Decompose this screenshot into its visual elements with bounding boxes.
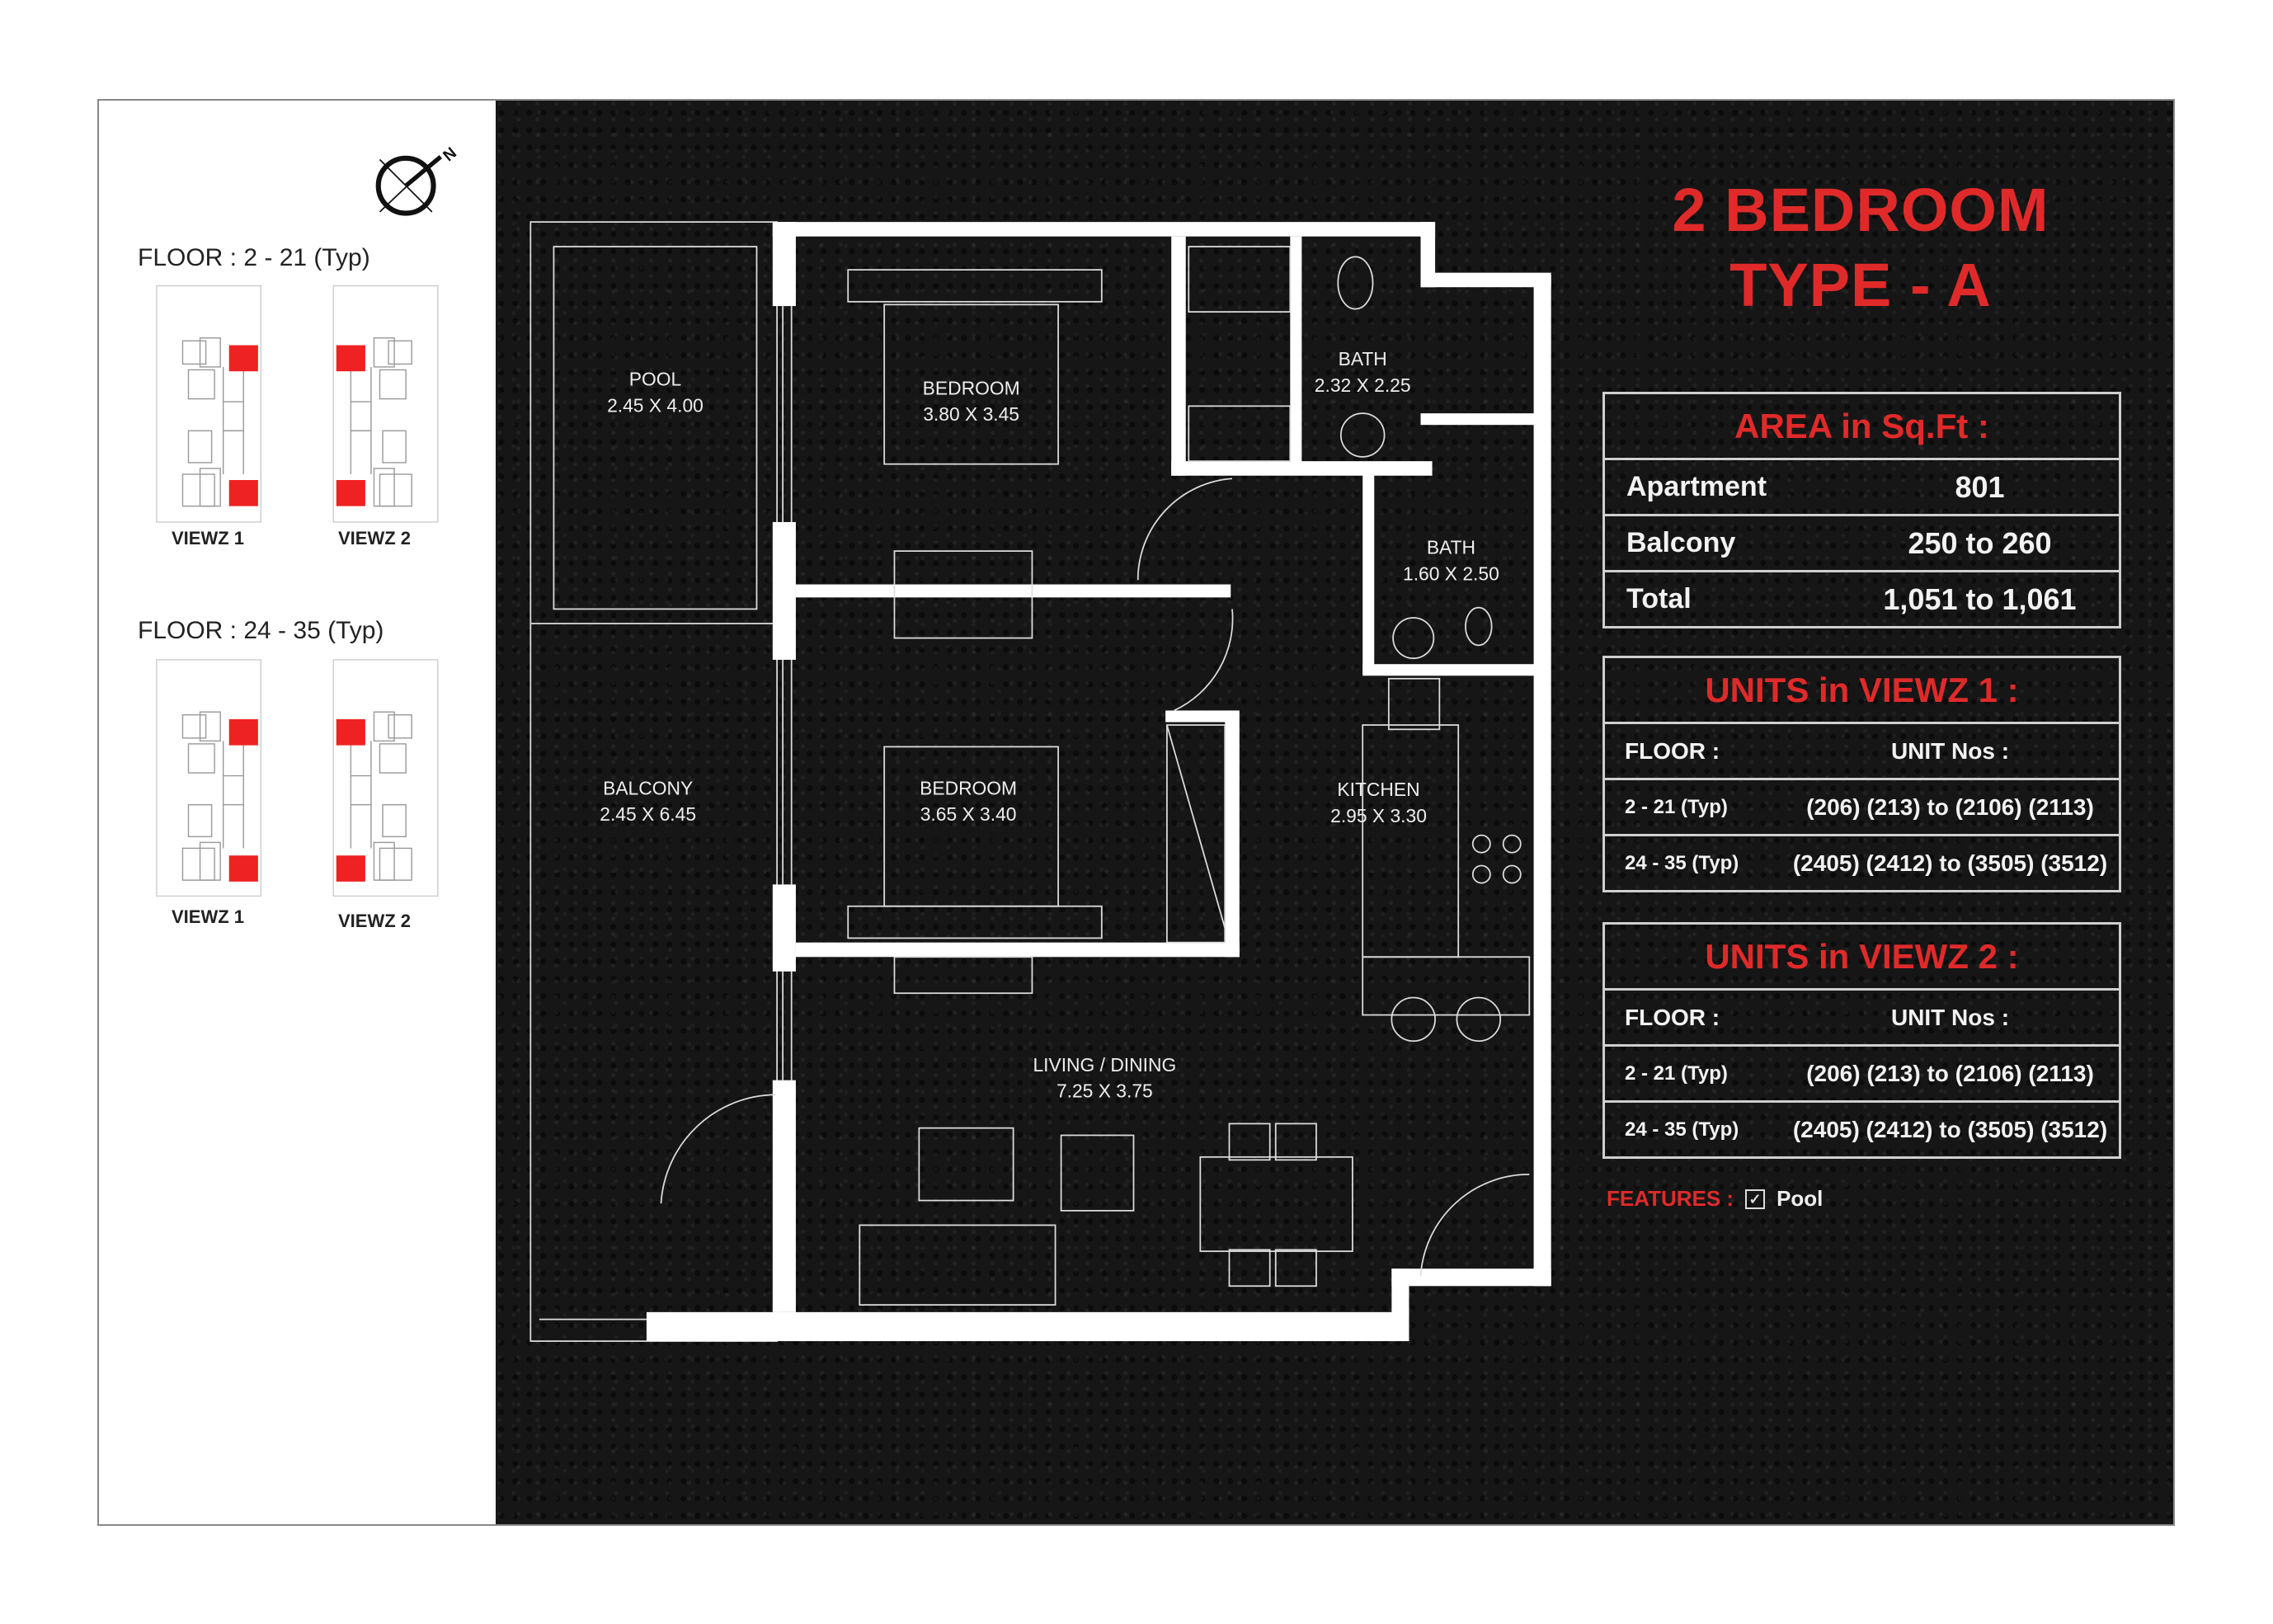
table-row: Total 1,051 to 1,061 (1605, 572, 2119, 626)
feature-item: Pool (1777, 1186, 1824, 1211)
svg-text:N: N (440, 144, 460, 165)
room-size-bedroom-2: 3.65 X 3.40 (920, 803, 1017, 825)
key-plan-view-label: VIEWZ 1 (171, 528, 244, 548)
room-size-bath-1: 2.32 X 2.25 (1315, 374, 1411, 396)
floor-cell: 24 - 35 (Typ) (1625, 851, 1739, 874)
room-name-pool: POOL (629, 369, 681, 390)
key-plan-view-label: VIEWZ 2 (337, 911, 411, 931)
column-header: UNIT Nos : (1890, 1004, 2010, 1030)
checkbox-checked-icon: ✓ (1745, 1189, 1766, 1209)
unit-type-title: 2 BEDROOM (1672, 176, 2049, 244)
column-header: UNIT Nos : (1890, 737, 2010, 764)
room-size-bath-2: 1.60 X 2.50 (1403, 563, 1499, 584)
room-size-balcony: 2.45 X 6.45 (600, 803, 696, 825)
table-row: Balcony 250 to 260 (1605, 516, 2119, 572)
unit-type-subtitle: TYPE - A (1729, 251, 1992, 319)
key-plan-viewz1-floor-24-35 (156, 659, 262, 897)
floor-plan: POOL 2.45 X 4.00 BEDROOM 3.80 X 3.45 BAT… (529, 221, 1551, 1342)
key-plan-view-label: VIEWZ 1 (171, 906, 244, 927)
north-compass-icon: N (375, 144, 460, 216)
key-plan-floor-label: FLOOR : 2 - 21 (Typ) (138, 244, 370, 271)
floor-cell: 24 - 35 (Typ) (1625, 1118, 1739, 1141)
row-label: Apartment (1626, 471, 1767, 502)
column-header: FLOOR : (1625, 1004, 1720, 1030)
room-size-bedroom-1: 3.80 X 3.45 (923, 403, 1019, 425)
floor-cell: 2 - 21 (Typ) (1625, 1061, 1728, 1085)
key-plan-viewz2-floor-2-21 (332, 285, 439, 523)
table-header-row: FLOOR : UNIT Nos : (1605, 991, 2119, 1047)
room-size-kitchen: 2.95 X 3.30 (1330, 805, 1427, 826)
room-name-bath-1: BATH (1339, 348, 1387, 370)
key-plan-view-label: VIEWZ 2 (337, 528, 411, 548)
room-name-living: LIVING / DINING (1033, 1054, 1176, 1076)
table-row: 2 - 21 (Typ) (206) (213) to (2106) (2113) (1605, 780, 2119, 836)
room-name-balcony: BALCONY (603, 777, 693, 798)
room-name-bath-2: BATH (1427, 537, 1475, 558)
units-cell: (206) (213) to (2106) (2113) (1806, 1060, 2094, 1086)
table-row: Apartment 801 (1605, 460, 2119, 516)
key-plan-viewz2-floor-24-35 (332, 659, 439, 897)
features: FEATURES : ✓ Pool (1607, 1186, 1823, 1212)
room-name-bedroom-2: BEDROOM (920, 777, 1017, 798)
row-label: Balcony (1626, 527, 1736, 558)
units-cell: (2405) (2412) to (3505) (3512) (1792, 1116, 2108, 1142)
units-cell: (2405) (2412) to (3505) (3512) (1792, 850, 2108, 876)
units-viewz1-table: UNITS in VIEWZ 1 : FLOOR : UNIT Nos : 2 -… (1602, 656, 2121, 892)
row-value: 250 to 260 (1908, 525, 2052, 560)
room-size-living: 7.25 X 3.75 (1056, 1080, 1153, 1102)
units-cell: (206) (213) to (2106) (2113) (1806, 793, 2094, 820)
room-size-pool: 2.45 X 4.00 (607, 394, 704, 416)
row-label: Total (1626, 583, 1692, 614)
units-viewz1-heading: UNITS in VIEWZ 1 : (1605, 658, 2119, 724)
row-value: 801 (1955, 469, 2005, 504)
features-label: FEATURES : (1607, 1186, 1734, 1211)
pool-outline (553, 246, 758, 610)
key-plan-floor-label: FLOOR : 24 - 35 (Typ) (138, 617, 384, 644)
column-header: FLOOR : (1625, 737, 1720, 764)
sheet-border (97, 99, 2175, 1526)
floor-cell: 2 - 21 (Typ) (1625, 795, 1728, 818)
key-plan-viewz1-floor-2-21 (156, 285, 262, 523)
table-row: 24 - 35 (Typ) (2405) (2412) to (3505) (35… (1605, 836, 2119, 890)
room-name-kitchen: KITCHEN (1337, 779, 1419, 800)
table-row: 24 - 35 (Typ) (2405) (2412) to (3505) (35… (1605, 1103, 2119, 1156)
area-heading: AREA in Sq.Ft : (1605, 394, 2119, 460)
units-viewz2-heading: UNITS in VIEWZ 2 : (1605, 925, 2119, 991)
table-row: 2 - 21 (Typ) (206) (213) to (2106) (2113) (1605, 1047, 2119, 1103)
area-table: AREA in Sq.Ft : Apartment 801 Balcony 250 … (1602, 392, 2121, 628)
room-name-bedroom-1: BEDROOM (923, 377, 1020, 398)
table-header-row: FLOOR : UNIT Nos : (1605, 724, 2119, 780)
row-value: 1,051 to 1,061 (1883, 581, 2077, 616)
units-viewz2-table: UNITS in VIEWZ 2 : FLOOR : UNIT Nos : 2 -… (1602, 922, 2121, 1159)
